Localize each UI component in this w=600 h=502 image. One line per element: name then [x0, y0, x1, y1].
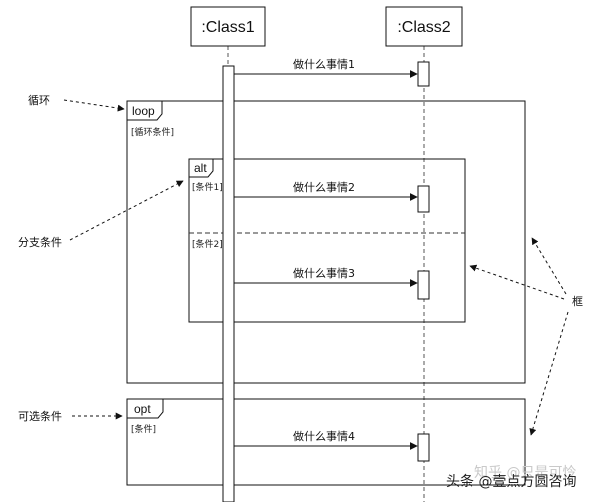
watermark: 头条 @壹点方圆咨询 [446, 473, 576, 490]
alt-operator: alt [194, 161, 207, 175]
class2-activation-1 [417, 61, 430, 87]
alt-guard-2: [条件2] [192, 238, 223, 250]
class1-label: :Class1 [201, 19, 254, 36]
opt-operator: opt [134, 402, 151, 416]
loop-note: 循环 [28, 94, 50, 107]
frame-note: 框 [572, 295, 583, 308]
class2-label: :Class2 [397, 19, 450, 36]
alt-guard-1: [条件1] [192, 181, 223, 193]
frame-note-arrow-alt [469, 264, 565, 300]
message-4-label: 做什么事情4 [293, 429, 355, 443]
watermark-faint: 知乎 @只是可怜 [474, 464, 576, 481]
loop-guard: [循环条件] [131, 126, 174, 138]
loop-fragment: loop [循环条件] [126, 100, 526, 384]
class2-activation-4 [417, 433, 430, 462]
class2-activation-3 [417, 270, 430, 300]
message-3: 做什么事情3 [234, 266, 418, 287]
loop-operator: loop [132, 104, 155, 118]
message-2-label: 做什么事情2 [293, 180, 355, 194]
opt-note: 可选条件 [18, 409, 62, 423]
opt-guard: [条件] [131, 423, 156, 435]
class1-activation [222, 65, 235, 502]
message-4: 做什么事情4 [234, 429, 418, 450]
loop-note-arrow [63, 99, 125, 112]
opt-fragment: opt [条件] [126, 398, 526, 486]
alt-fragment: alt [条件1] [条件2] [188, 158, 466, 323]
frame-note-arrow-opt [529, 311, 569, 436]
message-1: 做什么事情1 [234, 57, 418, 78]
message-1-label: 做什么事情1 [293, 57, 355, 71]
alt-note: 分支条件 [18, 235, 62, 249]
class2-activation-2 [417, 185, 430, 213]
message-2: 做什么事情2 [234, 180, 418, 201]
class2-box: :Class2 [385, 6, 463, 47]
frame-note-arrow-loop [531, 237, 567, 295]
class1-box: :Class1 [190, 6, 266, 47]
message-3-label: 做什么事情3 [293, 266, 355, 280]
